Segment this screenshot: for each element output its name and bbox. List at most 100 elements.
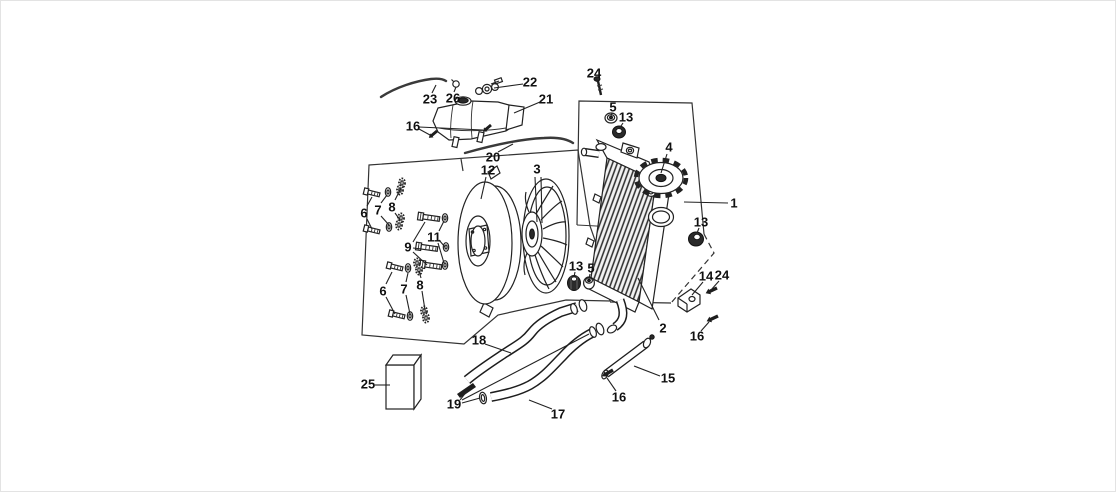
overflow-hose-23 bbox=[379, 77, 448, 99]
callout-leader-line bbox=[412, 247, 423, 250]
part-number-label: 24 bbox=[587, 66, 602, 81]
callout-leader-line bbox=[696, 227, 700, 234]
callout-5: 5 bbox=[609, 100, 617, 117]
part-number-label: 13 bbox=[694, 215, 708, 230]
callout-leader-line bbox=[528, 399, 553, 410]
callout-leader-line bbox=[453, 86, 457, 93]
breather-valve-22 bbox=[475, 76, 504, 95]
callout-leader-line bbox=[595, 78, 598, 83]
part-number-label: 26 bbox=[446, 91, 460, 106]
callout-24: 24 bbox=[587, 66, 602, 83]
part-number-label: 7 bbox=[374, 203, 381, 218]
part-number-label: 13 bbox=[619, 110, 633, 125]
radiator-cap-4 bbox=[633, 157, 689, 199]
callout-16: 16 bbox=[606, 377, 626, 405]
callout-leader-line bbox=[618, 122, 624, 130]
callout-14: 14 bbox=[691, 269, 714, 296]
callout-leader-line bbox=[484, 343, 512, 354]
callout-leader-line bbox=[366, 218, 373, 230]
callout-17: 17 bbox=[528, 399, 565, 422]
callout-leader-line bbox=[421, 290, 426, 311]
part-number-label: 14 bbox=[699, 269, 714, 284]
callout-leader-line bbox=[540, 176, 543, 224]
grommet-13-right bbox=[688, 231, 704, 247]
callout-leader-line bbox=[573, 271, 576, 278]
callout-leader-line bbox=[418, 126, 484, 131]
callout-13: 13 bbox=[694, 215, 708, 234]
callout-leader-line bbox=[431, 84, 437, 94]
screw-24-top bbox=[593, 76, 604, 96]
cooling-fan-3 bbox=[521, 178, 570, 294]
part-number-label: 20 bbox=[486, 150, 500, 165]
part-number-label: 2 bbox=[659, 321, 666, 336]
mount-bracket-14 bbox=[677, 288, 701, 313]
grommet-13-top bbox=[612, 125, 626, 139]
callout-6: 6 bbox=[379, 271, 396, 315]
callout-8: 8 bbox=[388, 187, 402, 221]
callout-leader-line bbox=[588, 273, 591, 280]
callout-13: 13 bbox=[618, 110, 633, 130]
part-number-label: 17 bbox=[551, 407, 565, 422]
part-number-label: 15 bbox=[661, 371, 675, 386]
grommet-5-top bbox=[604, 112, 618, 124]
callout-1: 1 bbox=[683, 196, 738, 211]
part-number-label: 1 bbox=[730, 196, 737, 211]
part-number-label: 9 bbox=[404, 240, 411, 255]
fan-shroud-12 bbox=[457, 165, 522, 318]
clip-26 bbox=[451, 79, 460, 88]
water-hose-17 bbox=[490, 322, 605, 402]
water-hose-18 bbox=[463, 299, 588, 384]
callout-26: 26 bbox=[446, 86, 460, 106]
callout-6: 6 bbox=[360, 196, 373, 230]
callout-leader-line bbox=[710, 280, 720, 291]
callout-leader-line bbox=[493, 83, 524, 89]
callout-leader-line bbox=[380, 194, 388, 204]
part-number-label: 21 bbox=[539, 92, 553, 107]
callout-16: 16 bbox=[690, 321, 710, 344]
part-number-label: 24 bbox=[715, 268, 730, 283]
radiator-filler-neck bbox=[647, 206, 675, 228]
callout-3: 3 bbox=[533, 162, 543, 224]
part-number-label: 8 bbox=[416, 278, 423, 293]
callout-leader-line bbox=[405, 294, 411, 315]
callout-9: 9 bbox=[404, 221, 428, 266]
callout-leader-line bbox=[660, 153, 668, 174]
callout-leader-line bbox=[412, 251, 428, 266]
callout-leader-line bbox=[418, 128, 431, 136]
callout-20: 20 bbox=[486, 143, 514, 165]
radiator-outlet-elbow bbox=[606, 298, 628, 334]
part-number-label: 23 bbox=[423, 92, 437, 107]
callout-4: 4 bbox=[660, 140, 673, 174]
callout-leader-line bbox=[437, 242, 445, 264]
callout-22: 22 bbox=[493, 75, 537, 90]
callout-leader-line bbox=[459, 390, 468, 401]
grommet-13-mid bbox=[567, 275, 581, 291]
callout-2: 2 bbox=[637, 277, 667, 336]
callout-leader-line bbox=[366, 196, 373, 207]
callout-13: 13 bbox=[569, 259, 583, 278]
part-number-label: 16 bbox=[690, 329, 704, 344]
part-number-label: 8 bbox=[388, 200, 395, 215]
callout-leader-line bbox=[610, 112, 613, 117]
callout-15: 15 bbox=[633, 365, 675, 386]
callout-leader-line bbox=[461, 397, 481, 404]
part-number-label: 5 bbox=[609, 100, 616, 115]
callout-leader-line bbox=[412, 221, 426, 243]
callout-5: 5 bbox=[587, 261, 595, 280]
part-number-label: 7 bbox=[400, 282, 407, 297]
callout-leader-line bbox=[438, 239, 446, 248]
bolt-24-right bbox=[704, 285, 719, 297]
callout-leader-line bbox=[497, 143, 514, 153]
callout-leader-line bbox=[637, 277, 660, 321]
callout-leader-line bbox=[691, 281, 704, 296]
callout-leader-line bbox=[534, 176, 538, 223]
callout-7: 7 bbox=[400, 272, 411, 315]
callout-leader-line bbox=[385, 296, 396, 315]
callout-leader-line bbox=[394, 187, 402, 201]
callout-leader-line bbox=[480, 176, 487, 200]
callout-leader-line bbox=[438, 220, 445, 232]
radiator-inlet-stub bbox=[580, 147, 600, 158]
bolt-16-right bbox=[705, 313, 720, 325]
callout-leader-line bbox=[513, 101, 541, 114]
